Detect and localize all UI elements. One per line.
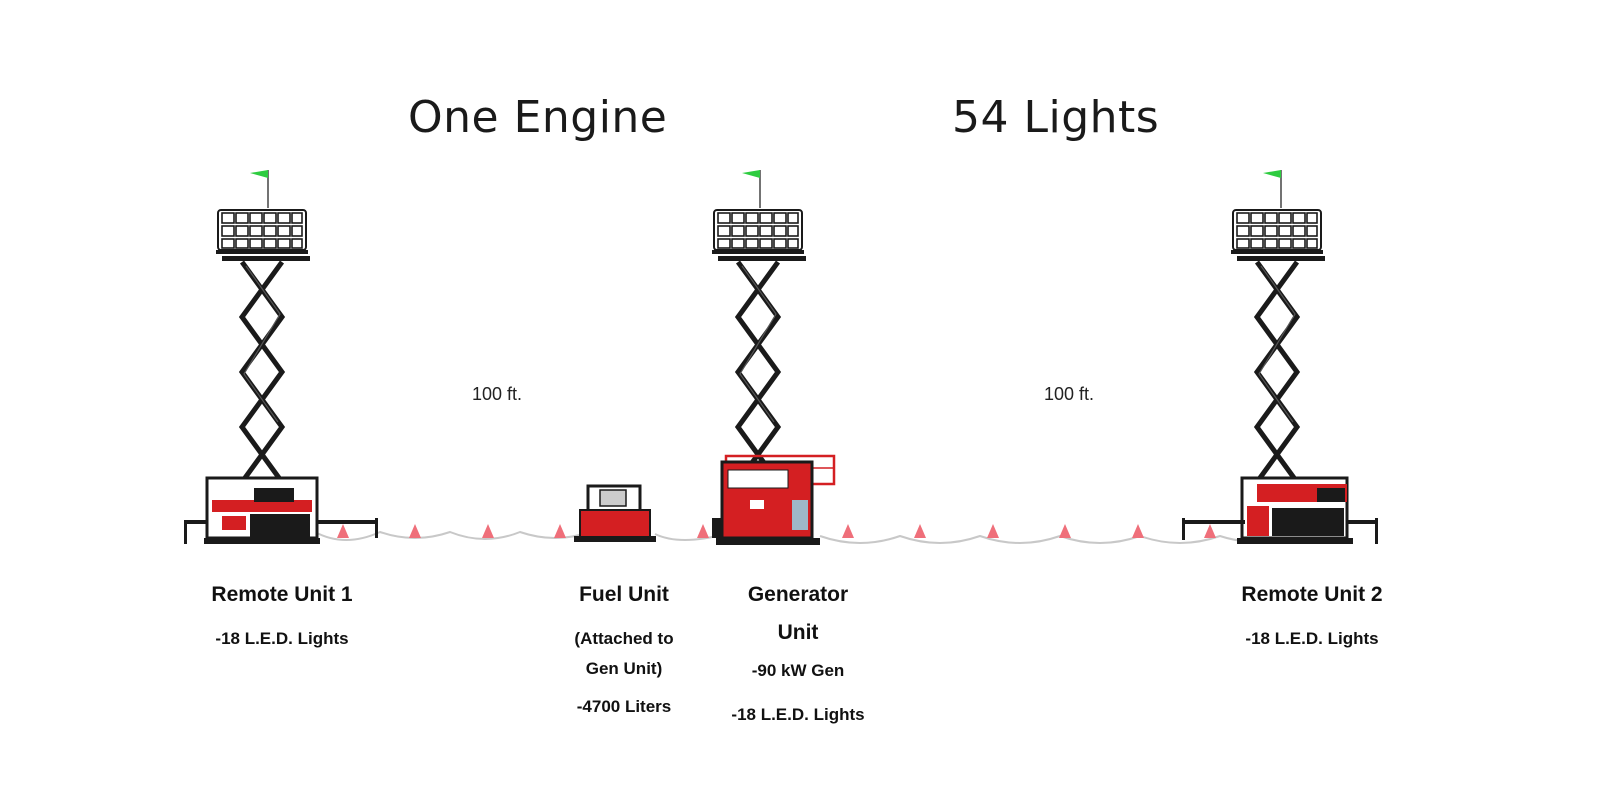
- unit-spec: -18 L.E.D. Lights: [731, 705, 865, 724]
- unit-name: Remote Unit 2: [1241, 583, 1383, 606]
- cone-icon: [1204, 524, 1216, 538]
- unit-spec: -90 kW Gen: [751, 661, 845, 680]
- cone-icon: [482, 524, 494, 538]
- fuel-unit-caption: Fuel Unit (Attached to Gen Unit) -4700 L…: [574, 576, 673, 722]
- unit-spec: -18 L.E.D. Lights: [215, 629, 349, 648]
- cone-icon: [1132, 524, 1144, 538]
- cable-icon: [314, 530, 591, 541]
- distance-label-left: 100 ft.: [472, 384, 523, 404]
- remote-unit-1-caption: Remote Unit 1 -18 L.E.D. Lights: [211, 576, 352, 654]
- remote-unit-2-caption: Remote Unit 2 -18 L.E.D. Lights: [1241, 576, 1382, 654]
- unit-spec: -4700 Liters: [576, 697, 672, 716]
- unit-name: Fuel Unit: [579, 583, 669, 606]
- unit-spec: -18 L.E.D. Lights: [1245, 629, 1379, 648]
- unit-name: Unit: [777, 621, 819, 644]
- light-tower-icon: [711, 169, 836, 545]
- cone-icon: [697, 524, 709, 538]
- cone-icon: [1059, 524, 1071, 538]
- fuel-trailer-icon: [574, 484, 656, 542]
- unit-spec: Gen Unit): [585, 659, 663, 678]
- distance-label-right: 100 ft.: [1044, 384, 1095, 404]
- headline-54-lights: 54 Lights: [952, 92, 1160, 143]
- light-tower-icon: [184, 169, 378, 544]
- unit-spec: (Attached to: [574, 629, 674, 648]
- unit-name: Remote Unit 1: [211, 583, 353, 606]
- cone-icon: [337, 524, 349, 538]
- cone-icon: [554, 524, 566, 538]
- generator-unit-caption: Generator Unit -90 kW Gen -18 L.E.D. Lig…: [731, 576, 864, 730]
- unit-name: Generator: [747, 583, 849, 606]
- cone-icon: [409, 524, 421, 538]
- headline-one-engine: One Engine: [408, 92, 668, 143]
- cone-icon: [987, 524, 999, 538]
- light-tower-icon: [1182, 169, 1378, 544]
- cone-icon: [842, 524, 854, 538]
- cone-icon: [914, 524, 926, 538]
- cable-icon: [819, 534, 1271, 544]
